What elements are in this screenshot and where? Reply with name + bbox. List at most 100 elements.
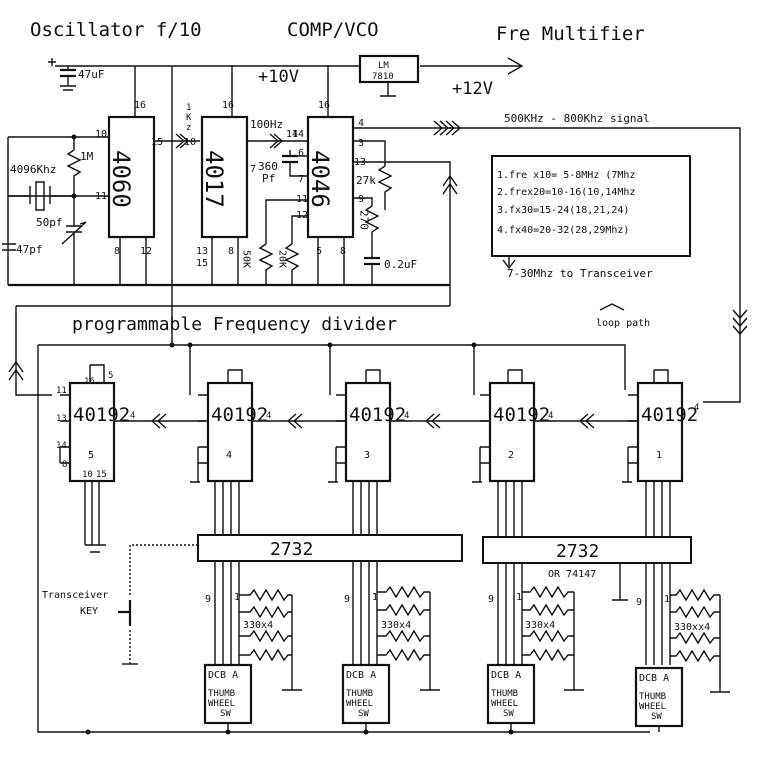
- ic-4060-label: 4060: [107, 150, 135, 208]
- resistor-pack-label: 330x4: [243, 620, 273, 631]
- clk-label-2: K: [186, 113, 192, 123]
- pll-comparator-wire: [353, 161, 451, 306]
- title-comp-vco: COMP/VCO: [287, 19, 379, 41]
- ic-40192-stage-3: [344, 381, 392, 483]
- pin-15: 15: [196, 258, 208, 269]
- junction-dot: [471, 342, 477, 348]
- divider-output-label: 100Hz: [250, 118, 283, 131]
- vco-cap-unit: Pf: [262, 172, 275, 185]
- key-label: KEY: [80, 606, 98, 617]
- counter-label: 40192: [493, 404, 550, 426]
- band-item-3: 3.fx30=15-24(18,21,24): [497, 205, 629, 216]
- thumbwheel-stage-2: 330x4 9 1 DCB A THUMB WHEEL SW: [486, 585, 584, 732]
- ic-4017-label: 4017: [200, 150, 228, 208]
- power-section: 47uF LM 7810 +10V +12V: [48, 54, 524, 116]
- pin-16: 16: [318, 100, 330, 111]
- band-info: 1.fre x10= 5-8MHz (7Mhz 2.frex20=10-16(1…: [491, 155, 691, 329]
- pin-16: 16: [134, 100, 146, 111]
- pin-1: 1: [664, 594, 670, 605]
- ic-40192-stage-5: [68, 381, 116, 483]
- rail-10v-label: +10V: [258, 67, 299, 87]
- vco-cap-wires: [289, 150, 308, 177]
- feedback-up-arrows: [8, 360, 24, 381]
- resistor-pack: [239, 588, 302, 691]
- resistor-pack: [377, 585, 440, 691]
- pin-10: 10: [82, 470, 93, 480]
- vco-out-arrows: [433, 120, 462, 136]
- counter-label: 40192: [73, 404, 130, 426]
- cap-47pf-label: 47pf: [16, 243, 43, 256]
- pin-8: 8: [114, 246, 120, 257]
- pin-8: 8: [340, 246, 346, 257]
- resistor-27k-label: 27k: [356, 174, 376, 187]
- input-cap-label: 47uF: [78, 68, 105, 81]
- key-dotted-wire: [129, 544, 198, 665]
- junction-dot: [327, 342, 333, 348]
- switch-label-1: THUMB: [639, 692, 666, 702]
- input-cap-ground: [60, 66, 76, 91]
- switch-pins: DCB A: [346, 670, 376, 681]
- osc-resistor-label: 1M: [80, 150, 94, 163]
- switch-label-2: WHEEL: [491, 699, 518, 709]
- ic-4060: [107, 115, 156, 239]
- loop-path-label: loop path: [596, 318, 650, 329]
- counter-label: 40192: [211, 404, 268, 426]
- osc-resistor-1m: [66, 149, 82, 180]
- regulator-7810: [358, 54, 420, 84]
- input-cap: [60, 68, 76, 78]
- vco-output-wire: [353, 127, 741, 403]
- counter-stage-5: 40192 5: [68, 381, 130, 483]
- osc-wires: [7, 136, 109, 250]
- cap-47pf: [2, 243, 16, 285]
- bottom-return: [37, 345, 650, 733]
- clk-label-1: 1: [186, 103, 191, 113]
- pin-14: 14: [286, 129, 298, 140]
- ic-4046-label: 4046: [306, 150, 334, 208]
- switch-pins: DCB A: [491, 670, 521, 681]
- plus-sign: [48, 58, 56, 66]
- feedback-wire: [15, 305, 450, 396]
- crystal: [8, 181, 74, 211]
- band-item-1: 1.fre x10= 5-8MHz (7Mhz: [497, 170, 635, 181]
- switch-label-2: WHEEL: [208, 699, 235, 709]
- pin-5: 5: [316, 246, 322, 257]
- decoder-2732-left: [197, 534, 463, 562]
- junction-dot: [85, 729, 91, 735]
- counter-label: 40192: [641, 404, 698, 426]
- counter-stage-number: 1: [656, 450, 662, 461]
- resistor-50k: [258, 243, 274, 285]
- pin-4: 4: [266, 411, 271, 421]
- resistor-50k-label: 50K: [241, 250, 252, 268]
- loop-path-mark: [599, 303, 625, 311]
- ic-40192-stage-1: [636, 381, 684, 483]
- band-output-label: 7-30Mhz to Transceiver: [507, 267, 653, 280]
- trim-cap-label: 50pf: [36, 216, 63, 229]
- band-out-arrow: [502, 256, 516, 270]
- pin-11: 11: [56, 386, 67, 396]
- regulator-label-1: LM: [378, 61, 389, 71]
- pll-pin9-wire: [353, 197, 373, 206]
- switch-label-3: SW: [503, 709, 514, 719]
- junction-dot: [508, 729, 514, 735]
- vco-cap: [282, 154, 298, 164]
- junction-dot: [71, 134, 77, 140]
- pin-13: 13: [196, 246, 208, 257]
- counter-stage-number: 5: [88, 450, 94, 461]
- thumbwheel-switch: [634, 666, 684, 728]
- pin-3: 3: [358, 138, 364, 149]
- switch-label-3: SW: [358, 709, 369, 719]
- title-oscillator: Oscillator f/10: [30, 19, 202, 41]
- pin-1: 1: [516, 592, 522, 603]
- divider-4017: 4017 1 K z 16 10 14 13 15 8 100Hz 7: [184, 100, 308, 285]
- counter-stage-3: 40192 3: [344, 381, 406, 483]
- pin-14: 14: [56, 441, 67, 451]
- switch-label-3: SW: [651, 712, 662, 722]
- resistor-20k-label: 20K: [277, 250, 288, 268]
- resistor-270-label: 270: [358, 210, 371, 230]
- counter-stage-number: 4: [226, 450, 232, 461]
- pin-8: 8: [228, 246, 234, 257]
- rail-12v-label: +12V: [452, 79, 493, 99]
- pin-4: 4: [694, 403, 699, 413]
- decoder-alt-label: OR 74147: [548, 569, 596, 580]
